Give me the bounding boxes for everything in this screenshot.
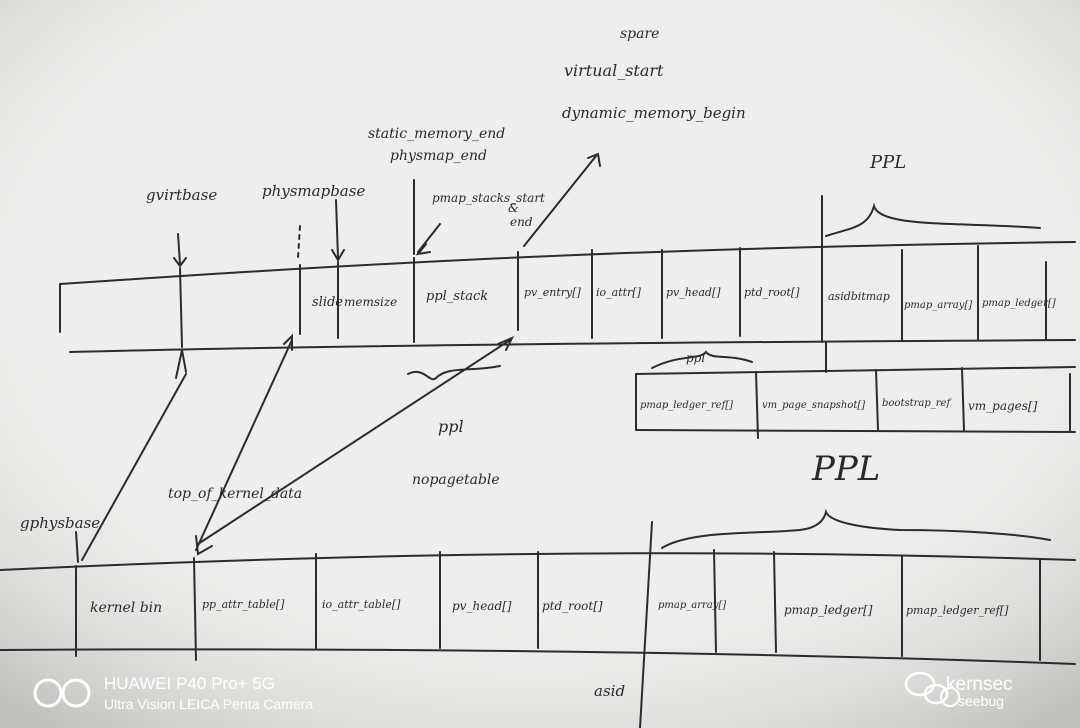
physical-divider <box>773 551 777 653</box>
cell-ptd-root-phys: ptd_root[] <box>542 599 603 613</box>
ppl-large-label: PPL <box>811 449 880 489</box>
ppl-bar-bottom-edge <box>635 429 1076 433</box>
cell-io-attr-table: io_attr_table[] <box>322 598 401 611</box>
ppl-large-brace <box>661 508 1051 549</box>
cell-pmap-ledger-phys: pmap_ledger[] <box>784 603 873 617</box>
virtual-row-cells: slide memsize ppl_stack pv_entry[] io_at… <box>312 286 1056 311</box>
ppl-top-right-brace <box>825 202 1041 237</box>
camera-watermark: HUAWEI P40 Pro+ 5G Ultra Vision LEICA Pe… <box>33 674 313 712</box>
wechat-icon-bubble <box>923 683 949 705</box>
spare-note: spare <box>620 26 659 42</box>
physical-divider <box>193 557 197 661</box>
arrow-head <box>195 535 213 556</box>
physical-bar-bottom-edge <box>0 648 1076 665</box>
nopagetable-brace <box>407 365 501 381</box>
cell-pmap-array-phys: pmap_array[] <box>658 600 726 611</box>
virtual-bar-bottom-edge <box>69 339 1076 353</box>
cell-pmap-ledger-ref-phys: pmap_ledger_ref[] <box>906 604 1009 617</box>
camera-lens: Ultra Vision LEICA Penta Camera <box>104 696 313 712</box>
arrow-head <box>173 257 187 268</box>
cell-pp-attr-table: pp_attr_table[] <box>202 598 285 611</box>
cell-pmap-array: pmap_array[] <box>904 300 972 311</box>
pointer-lines <box>75 152 827 563</box>
camera-model: HUAWEI P40 Pro+ 5G <box>104 674 275 693</box>
virtual-memory-bar <box>59 195 1076 353</box>
cell-pmap-ledger: pmap_ledger[] <box>982 298 1056 309</box>
ppl-row-cells: pmap_ledger_ref[] vm_page_snapshot[] boo… <box>640 398 1038 413</box>
arrow-head <box>283 333 293 351</box>
physmapbase-label: physmapbase <box>262 182 365 200</box>
arrow-head <box>331 249 345 262</box>
ppl-sub-bar <box>635 350 1076 439</box>
braces <box>407 202 1051 549</box>
top-of-kernel-data-label: top_of_kernel_data <box>168 486 302 502</box>
physical-divider <box>639 521 653 728</box>
virtual-bar-top-edge <box>59 241 1076 285</box>
nopagetable-label: nopagetable <box>412 472 500 488</box>
brand-name: kernsec <box>946 674 1013 695</box>
pmap-stacks-pointer <box>417 223 441 253</box>
cell-slide: slide <box>312 295 343 310</box>
gphysbase-label: gphysbase <box>20 514 100 532</box>
cell-pmap-ledger-ref: pmap_ledger_ref[] <box>640 400 733 411</box>
ppl-bar-top-edge <box>635 366 1076 375</box>
cell-ptd-root: ptd_root[] <box>744 286 800 299</box>
gvirtbase-pointer <box>177 233 181 265</box>
cell-vm-pages: vm_pages[] <box>968 399 1038 413</box>
gphysbase-to-gvirtbase <box>81 373 187 561</box>
and-note: & <box>508 201 519 215</box>
ppl-divider <box>961 367 965 431</box>
kernsec-watermark: kernsec seebug <box>904 671 1013 709</box>
leica-circle-icon <box>61 678 91 708</box>
ppl-small-brace <box>651 350 753 369</box>
arrow-head <box>175 349 187 379</box>
static-memory-end-note: static_memory_end <box>368 126 505 142</box>
gphysbase-pointer <box>75 531 79 563</box>
cell-kernel-bin: kernel bin <box>90 600 162 616</box>
virtual-start-note: virtual_start <box>564 61 664 80</box>
pmap-stacks-start-note: pmap_stacks_start <box>432 191 545 205</box>
ppl-top-right-label: PPL <box>869 152 906 173</box>
cell-memsize: memsize <box>344 295 397 309</box>
cell-pv-entry: pv_entry[] <box>524 286 582 299</box>
physical-row-cells: kernel bin pp_attr_table[] io_attr_table… <box>90 598 1009 617</box>
handwritten-annotations: spare virtual_start dynamic_memory_begin… <box>20 26 906 700</box>
slide-pointer <box>335 199 339 259</box>
kernel-data-to-ppl-stack <box>197 339 511 545</box>
virtual-divider <box>179 267 183 348</box>
ppl-divider <box>755 371 759 439</box>
physmapbase-dashed-pointer <box>297 225 301 259</box>
cell-vm-page-snapshot: vm_page_snapshot[] <box>762 400 865 411</box>
physical-divider <box>713 549 717 653</box>
dynamic-memory-begin-note: dynamic_memory_begin <box>562 104 746 122</box>
ppl-mid-label: ppl <box>438 417 464 436</box>
leica-circle-icon <box>33 678 63 708</box>
brand-sub: seebug <box>958 693 1004 709</box>
end-note: end <box>510 215 533 229</box>
seebug-logo-icon <box>940 687 960 707</box>
cell-ppl-stack: ppl_stack <box>426 289 488 304</box>
arrow-head <box>415 243 431 256</box>
arrow-head <box>587 152 601 167</box>
physmap-end-note: physmap_end <box>390 148 487 164</box>
cell-asidbitmap: asidbitmap <box>828 290 890 303</box>
cell-pv-head-phys: pv_head[] <box>452 599 512 613</box>
gvirtbase-label: gvirtbase <box>146 186 217 204</box>
cell-io-attr: io_attr[] <box>596 286 642 299</box>
dynamic-memory-pointer <box>523 155 597 247</box>
physical-bar-top-edge <box>0 552 1076 571</box>
ppl-divider <box>875 369 879 431</box>
asid-label: asid <box>594 682 625 700</box>
cell-pv-head: pv_head[] <box>666 286 721 299</box>
arrow-head <box>497 336 515 351</box>
cell-bootstrap-ref: bootstrap_ref <box>882 398 952 409</box>
physical-memory-bar <box>0 521 1076 728</box>
ppl-small-label: ppl <box>686 351 705 365</box>
kernel-data-to-physmap <box>195 339 293 551</box>
